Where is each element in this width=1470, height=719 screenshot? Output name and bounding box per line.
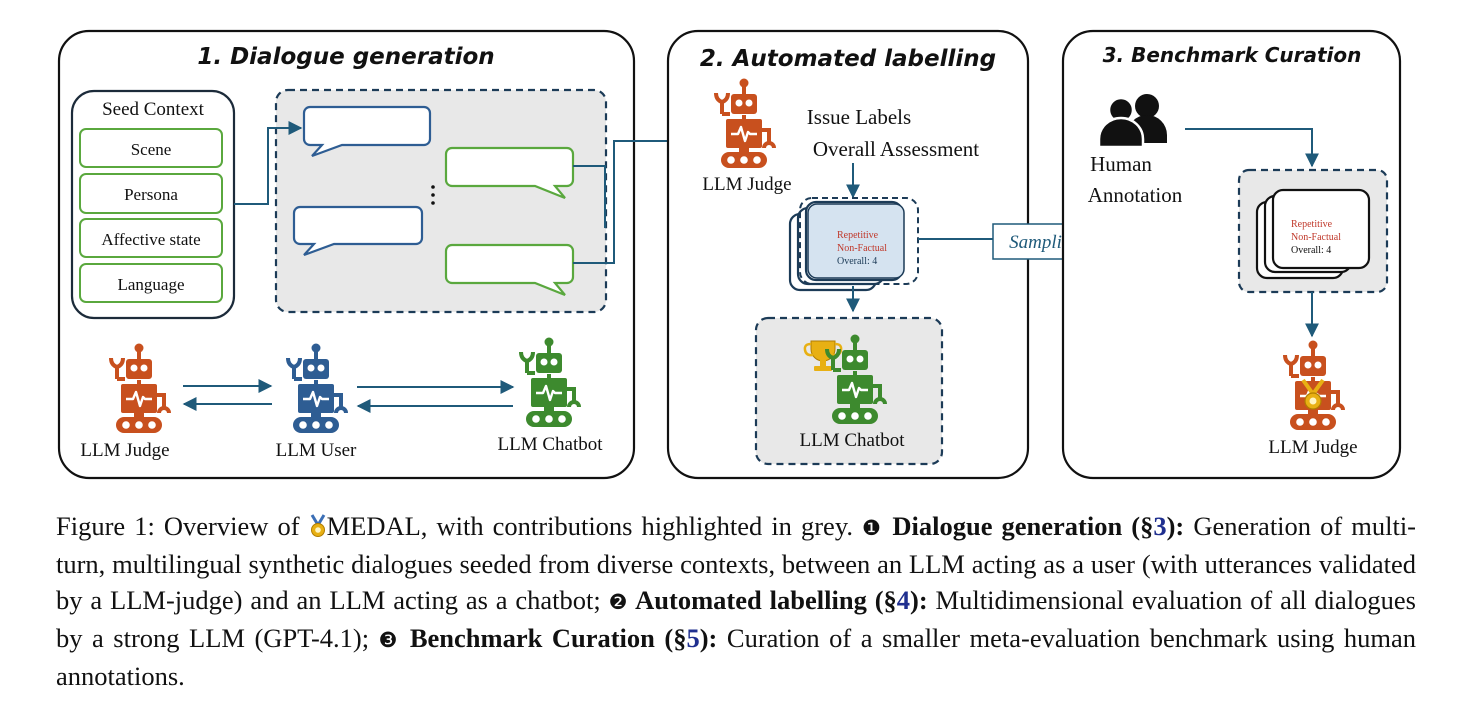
seed-item-label: Language (117, 275, 184, 294)
figure-caption: Figure 1: Overview of MEDAL, with contri… (56, 508, 1416, 694)
seed-context-box: Seed Context Scene Persona Affective sta… (70, 89, 236, 320)
speech-bubble-icon (444, 146, 575, 200)
curated-benchmark-box: Repetitive Non-Factual Overall: 4 (1237, 168, 1389, 294)
medal-icon (1301, 378, 1325, 410)
human-annotation-line2: Annotation (1088, 183, 1183, 207)
curated-label-non-factual: Non-Factual (1291, 232, 1341, 243)
caption-prefix: Figure 1: Overview of (56, 511, 309, 541)
panel-1-title: 1. Dialogue generation (197, 44, 494, 70)
curated-label-repetitive: Repetitive (1291, 219, 1333, 230)
seed-context-title: Seed Context (102, 99, 205, 120)
speech-bubble-icon (444, 243, 575, 297)
leaderboard-chatbot-label: LLM Chatbot (799, 430, 905, 451)
overview-diagram: 1. Dialogue generation Seed Context Scen… (57, 29, 1402, 480)
caption-section-ref-3[interactable]: 3 (1153, 511, 1167, 541)
caption-intro: , with contributions highlighted in grey… (420, 511, 863, 541)
human-annotation-line1: Human (1090, 152, 1152, 176)
labelled-dialogue-cards: Repetitive Non-Factual Overall: 4 (788, 197, 919, 292)
curation-judge-label: LLM Judge (1268, 437, 1357, 458)
caption-section-ref-4[interactable]: 4 (896, 585, 911, 615)
caption-step-2-marker: ❷ (608, 590, 629, 614)
caption-step-2-heading: Automated labelling (§4): (628, 585, 928, 615)
seed-item-language: Language (79, 263, 223, 303)
seed-item-persona: Persona (79, 173, 223, 214)
people-icon (1097, 94, 1167, 149)
curated-overall-score: Overall: 4 (1291, 245, 1331, 256)
card-label-non-factual: Non-Factual (837, 243, 887, 254)
card-label-repetitive: Repetitive (837, 230, 879, 241)
issue-labels-text: Issue Labels (807, 105, 911, 129)
labelling-judge-label: LLM Judge (702, 174, 791, 195)
caption-step-1-heading: Dialogue generation (§3): (883, 511, 1185, 541)
caption-step-3-heading: Benchmark Curation (§5): (400, 623, 718, 653)
dialogue-area (274, 88, 608, 314)
seed-item-affective-state: Affective state (79, 218, 223, 258)
card-overall-score: Overall: 4 (837, 256, 877, 267)
caption-section-ref-5[interactable]: 5 (686, 623, 700, 653)
panel-dialogue-generation: 1. Dialogue generation Seed Context Scen… (57, 29, 636, 480)
speech-bubble-icon (292, 205, 424, 257)
seed-item-label: Persona (124, 185, 178, 204)
llm-judge-label: LLM Judge (80, 440, 169, 461)
caption-step-3-text: Curation of a smaller meta-evaluation be… (56, 623, 1417, 691)
caption-step-3-marker: ❸ (378, 628, 401, 652)
seed-item-label: Affective state (101, 230, 200, 249)
overall-assessment-text: Overall Assessment (813, 137, 979, 161)
panel-2-title: 2. Automated labelling (700, 46, 996, 72)
caption-step-1-text: Generation of multi-turn, multilingual s… (56, 511, 1417, 615)
caption-step-2-text: Multidimensional evaluation of all dialo… (56, 585, 1416, 653)
caption-step-1-marker: ❶ (862, 516, 884, 540)
seed-item-label: Scene (131, 140, 172, 159)
caption-system-name: MEDAL (326, 511, 421, 541)
panel-3-title: 3. Benchmark Curation (1103, 43, 1362, 67)
medal-icon (310, 514, 325, 537)
seed-item-scene: Scene (79, 128, 223, 168)
panel-automated-labelling: 2. Automated labelling LLM Judge Issue L… (666, 29, 1030, 480)
chatbot-leaderboard-box: LLM Chatbot (754, 316, 944, 466)
llm-chatbot-label: LLM Chatbot (497, 434, 603, 455)
speech-bubble-icon (302, 105, 432, 158)
panel-benchmark-curation: 3. Benchmark Curation Human Annotation R… (1061, 29, 1402, 480)
llm-user-label: LLM User (276, 440, 357, 461)
